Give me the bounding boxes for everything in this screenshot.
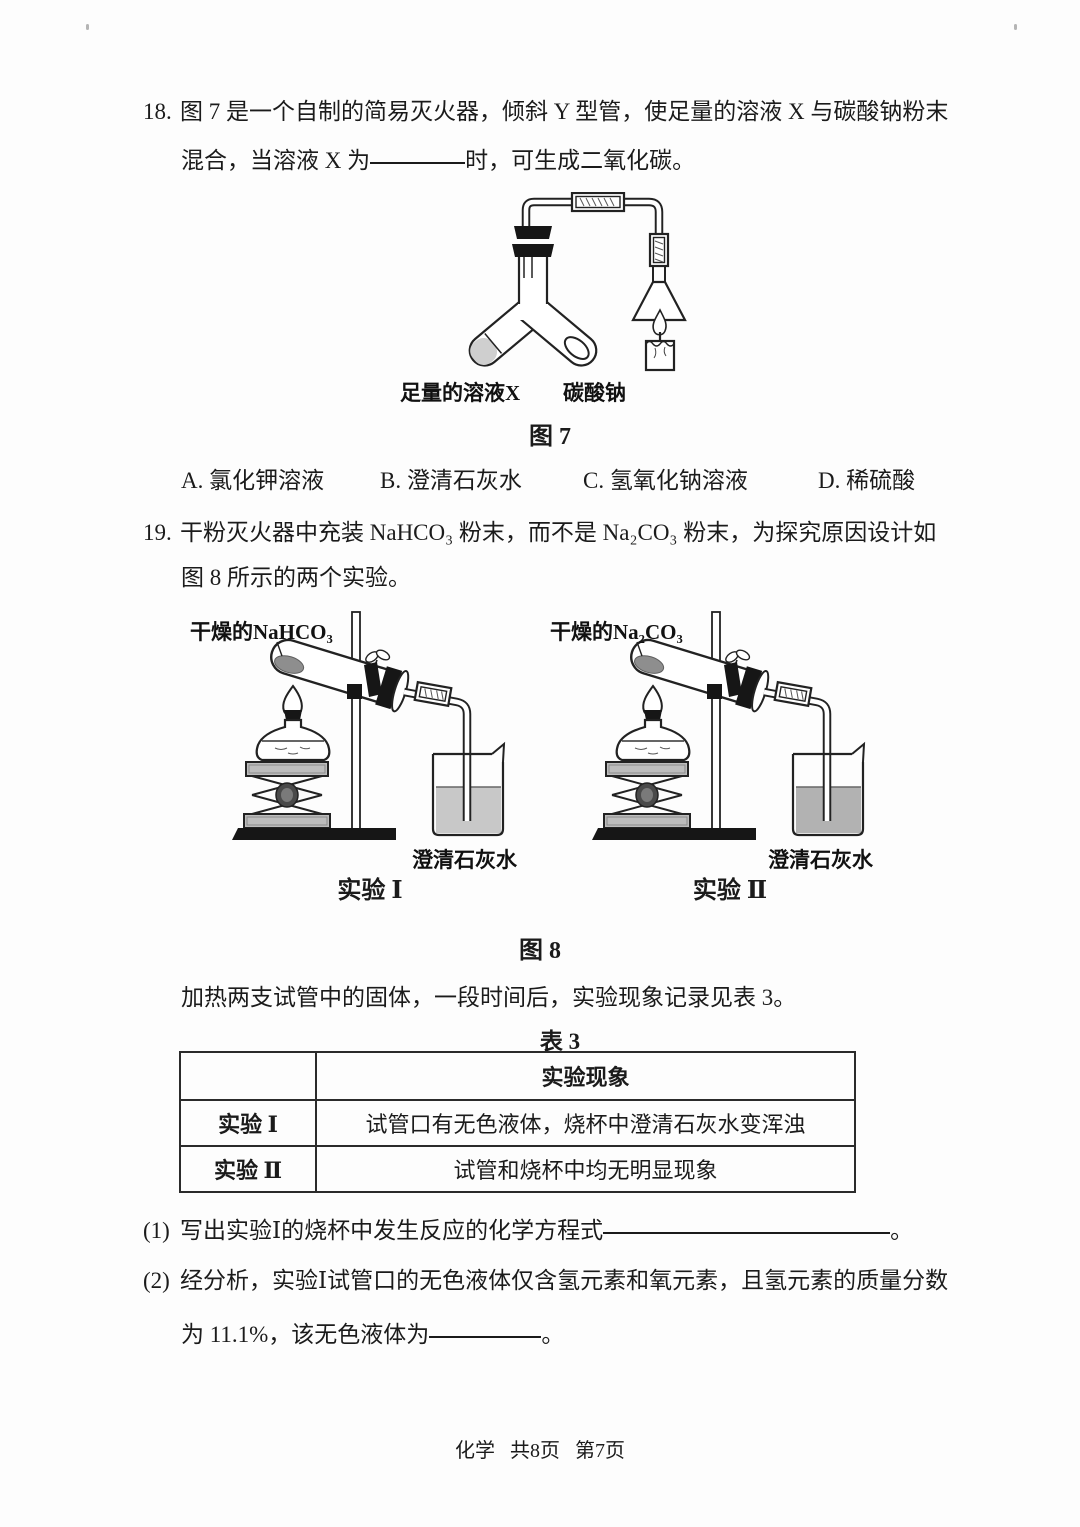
question-19-line2: 图 8 所示的两个实验。	[181, 565, 411, 590]
heating-apparatus-diagram	[592, 611, 866, 840]
experiment-2-apparatus: 干燥的Na₂CO₃ 澄清石灰水 实验 Ⅱ	[540, 608, 900, 908]
powder-sample	[274, 655, 305, 674]
sub-question-2-line1: (2)经分析，实验Ⅰ试管口的无色液体仅含氢元素和氧元素，且氢元素的质量分数	[143, 1268, 949, 1293]
candle-icon	[644, 308, 676, 372]
beaker	[791, 741, 866, 837]
experiment-2-caption: 实验 Ⅱ	[692, 878, 768, 904]
sub-question-2-line2: 为 11.1%，该无色液体为。	[181, 1322, 565, 1347]
option-b: B. 澄清石灰水	[380, 468, 522, 493]
clamp-jaw	[724, 662, 742, 697]
tube-content-label: 干燥的Na₂CO₃	[550, 620, 683, 644]
question-18-line1: 18.图 7 是一个自制的简易灭火器，倾斜 Y 型管，使足量的溶液 X 与碳酸钠…	[143, 97, 948, 127]
table-corner-cell	[181, 1053, 317, 1099]
row-label-cell: 实验 Ⅱ	[181, 1147, 317, 1191]
scan-speck	[1014, 24, 1017, 30]
tube-stopper	[735, 666, 763, 710]
row-label-cell: 实验 Ⅰ	[181, 1101, 317, 1145]
question-18-line2: 混合，当溶液 X 为时，可生成二氧化碳。	[181, 148, 696, 173]
stand-rod	[351, 611, 361, 830]
figure-7-caption: 图 7	[529, 424, 571, 450]
answer-blank	[429, 1334, 542, 1338]
table-intro-text: 加热两支试管中的固体，一段时间后，实验现象记录见表 3。	[181, 985, 797, 1010]
heating-apparatus-diagram	[232, 611, 506, 840]
lab-jack	[243, 761, 331, 829]
fire-extinguisher-diagram	[468, 192, 687, 372]
sodium-carbonate-label: 碳酸钠	[563, 381, 626, 405]
experiment-1-apparatus: 干燥的NaHCO₃ 澄清石灰水 实验 Ⅰ	[180, 608, 540, 908]
option-c: C. 氢氧化钠溶液	[583, 468, 748, 493]
stand-base	[592, 828, 756, 840]
table-3: 实验现象 实验 Ⅰ 试管口有无色液体，烧杯中澄清石灰水变浑浊 实验 Ⅱ 试管和烧…	[179, 1051, 856, 1193]
limewater-label: 澄清石灰水	[768, 848, 873, 872]
solution-x-liquid	[470, 337, 498, 365]
sub-question-1: (1)写出实验Ⅰ的烧杯中发生反应的化学方程式。	[143, 1218, 914, 1243]
lab-jack	[603, 761, 691, 829]
page-footer: 化学 共8页 第7页	[455, 1440, 625, 1462]
table-header-cell: 实验现象	[541, 1065, 630, 1090]
row-value-cell: 试管口有无色液体，烧杯中澄清石灰水变浑浊	[365, 1112, 806, 1137]
row-value-cell: 试管和烧杯中均无明显现象	[453, 1158, 718, 1183]
rubber-stopper	[514, 226, 552, 239]
stand-base	[232, 828, 396, 840]
scan-speck	[86, 24, 89, 30]
sodium-carbonate-end	[563, 336, 590, 360]
answer-blank	[603, 1230, 891, 1234]
powder-sample	[634, 655, 665, 674]
figure-8-caption: 图 8	[519, 938, 561, 964]
table-row: 实验 Ⅱ 试管和烧杯中均无明显现象	[181, 1145, 854, 1191]
question-18-number: 18.	[143, 99, 172, 124]
option-d: D. 稀硫酸	[818, 468, 916, 493]
option-a: A. 氯化钾溶液	[181, 468, 325, 493]
alcohol-lamp	[255, 684, 331, 762]
label-pointer-line	[276, 641, 283, 657]
rubber-connector	[773, 680, 813, 708]
label-pointer-line	[636, 641, 643, 657]
clamp-wing-nut	[365, 649, 391, 669]
beaker	[431, 741, 506, 837]
alcohol-lamp	[615, 684, 691, 762]
rubber-connector	[413, 680, 453, 708]
stand-rod	[711, 611, 721, 830]
table-header-row: 实验现象	[181, 1053, 854, 1099]
inverted-funnel	[631, 266, 687, 322]
experiment-1-caption: 实验 Ⅰ	[337, 878, 403, 904]
clamp-boss	[347, 684, 362, 699]
rubber-connector-vertical	[648, 232, 670, 268]
y-shaped-tube	[468, 226, 598, 367]
figure-7: 足量的溶液X 碳酸钠	[385, 192, 775, 450]
table-3-caption: 表 3	[539, 1029, 581, 1054]
limewater-label: 澄清石灰水	[412, 848, 517, 872]
tube-stopper	[375, 666, 403, 710]
solution-x-label: 足量的溶液X	[400, 381, 521, 405]
answer-blank	[370, 160, 466, 164]
question-19-line1: 19.干粉灭火器中充装 NaHCO₃ 粉末，而不是 Na₂CO₃ 粉末，为探究原…	[143, 518, 936, 548]
tube-content-label: 干燥的NaHCO₃	[190, 620, 333, 644]
clamp-jaw	[364, 662, 382, 697]
rubber-connector-horizontal	[570, 192, 626, 213]
clamp-boss	[707, 684, 722, 699]
question-19-number: 19.	[143, 520, 172, 545]
table-row: 实验 Ⅰ 试管口有无色液体，烧杯中澄清石灰水变浑浊	[181, 1099, 854, 1145]
